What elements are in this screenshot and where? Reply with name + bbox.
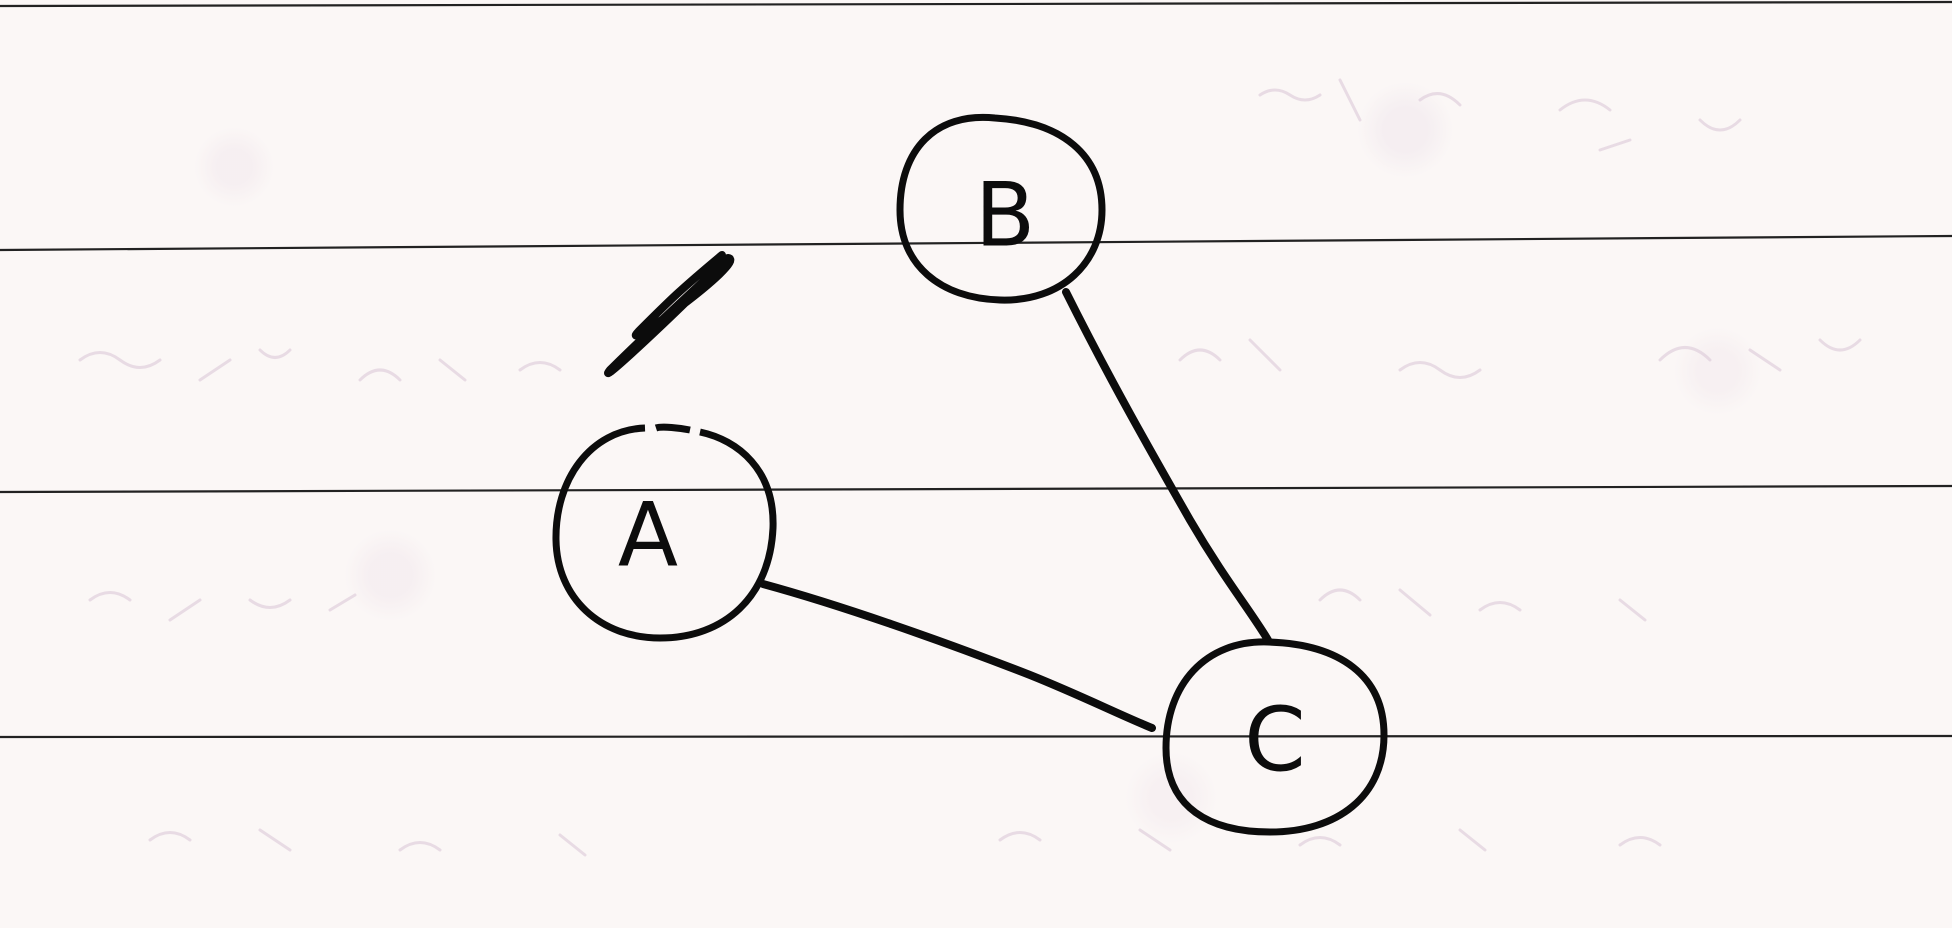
node-a-circle (552, 423, 777, 642)
node-b-label: B (975, 164, 1035, 267)
node-c: C (1162, 638, 1388, 836)
edges (604, 251, 1272, 732)
node-b: B (896, 113, 1106, 304)
node-b-circle (896, 113, 1106, 304)
node-c-label: C (1244, 689, 1305, 792)
node-c-circle (1162, 638, 1388, 836)
edge-b-c (1062, 288, 1272, 644)
node-a: A (552, 423, 777, 642)
node-a-label: A (618, 484, 678, 587)
edge-a-c (759, 580, 1156, 732)
edge-a-b (604, 251, 735, 377)
paper-bleed-through (78, 78, 1862, 857)
ruled-lines (0, 0, 1952, 739)
